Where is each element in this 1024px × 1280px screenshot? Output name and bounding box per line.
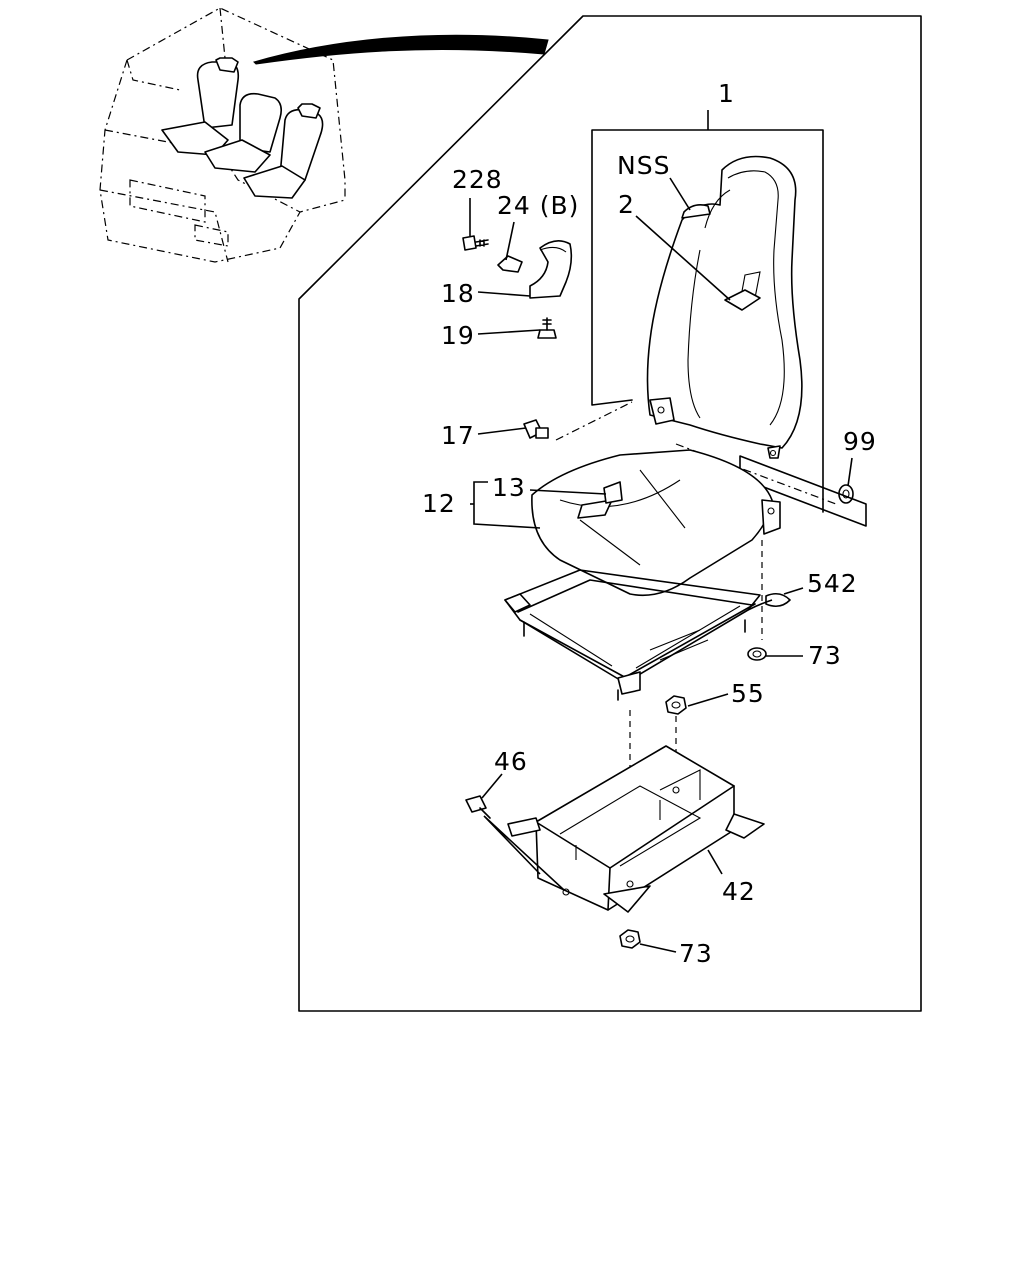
detail-frame [298, 15, 922, 1012]
callout-542: 542 [807, 569, 858, 598]
callout-228: 228 [452, 165, 503, 194]
screw-19 [537, 317, 557, 339]
callout-24b: 24 (B) [497, 191, 579, 220]
callout-1: 1 [718, 79, 735, 108]
callout-2: 2 [618, 190, 635, 219]
seat-slide-rails [504, 569, 791, 701]
nut-73-upper [747, 647, 767, 661]
seat-cushion [531, 449, 781, 597]
callout-13: 13 [492, 473, 526, 502]
callout-73-lower: 73 [679, 939, 713, 968]
callout-18: 18 [441, 279, 475, 308]
bracket-24b [497, 255, 523, 273]
cab-locator-inset [99, 7, 549, 263]
callout-nss: NSS [617, 151, 670, 180]
bolt-46 [465, 795, 491, 819]
callout-46: 46 [494, 747, 528, 776]
callout-73-upper: 73 [808, 641, 842, 670]
callout-42: 42 [722, 877, 756, 906]
seat-base-riser [507, 745, 765, 913]
leader-lines [469, 110, 853, 953]
part-1-box [591, 129, 824, 513]
nut-73-lower [619, 929, 641, 949]
callout-99: 99 [843, 427, 877, 456]
nut-55 [665, 695, 687, 715]
locator-pointer [253, 34, 549, 65]
cover-18 [529, 240, 573, 299]
bolt-17 [523, 419, 549, 439]
callout-17: 17 [441, 421, 475, 450]
callout-19: 19 [441, 321, 475, 350]
bolt-228 [462, 235, 489, 251]
callout-55: 55 [731, 679, 765, 708]
seat-back [646, 155, 803, 459]
callout-12: 12 [422, 489, 456, 518]
